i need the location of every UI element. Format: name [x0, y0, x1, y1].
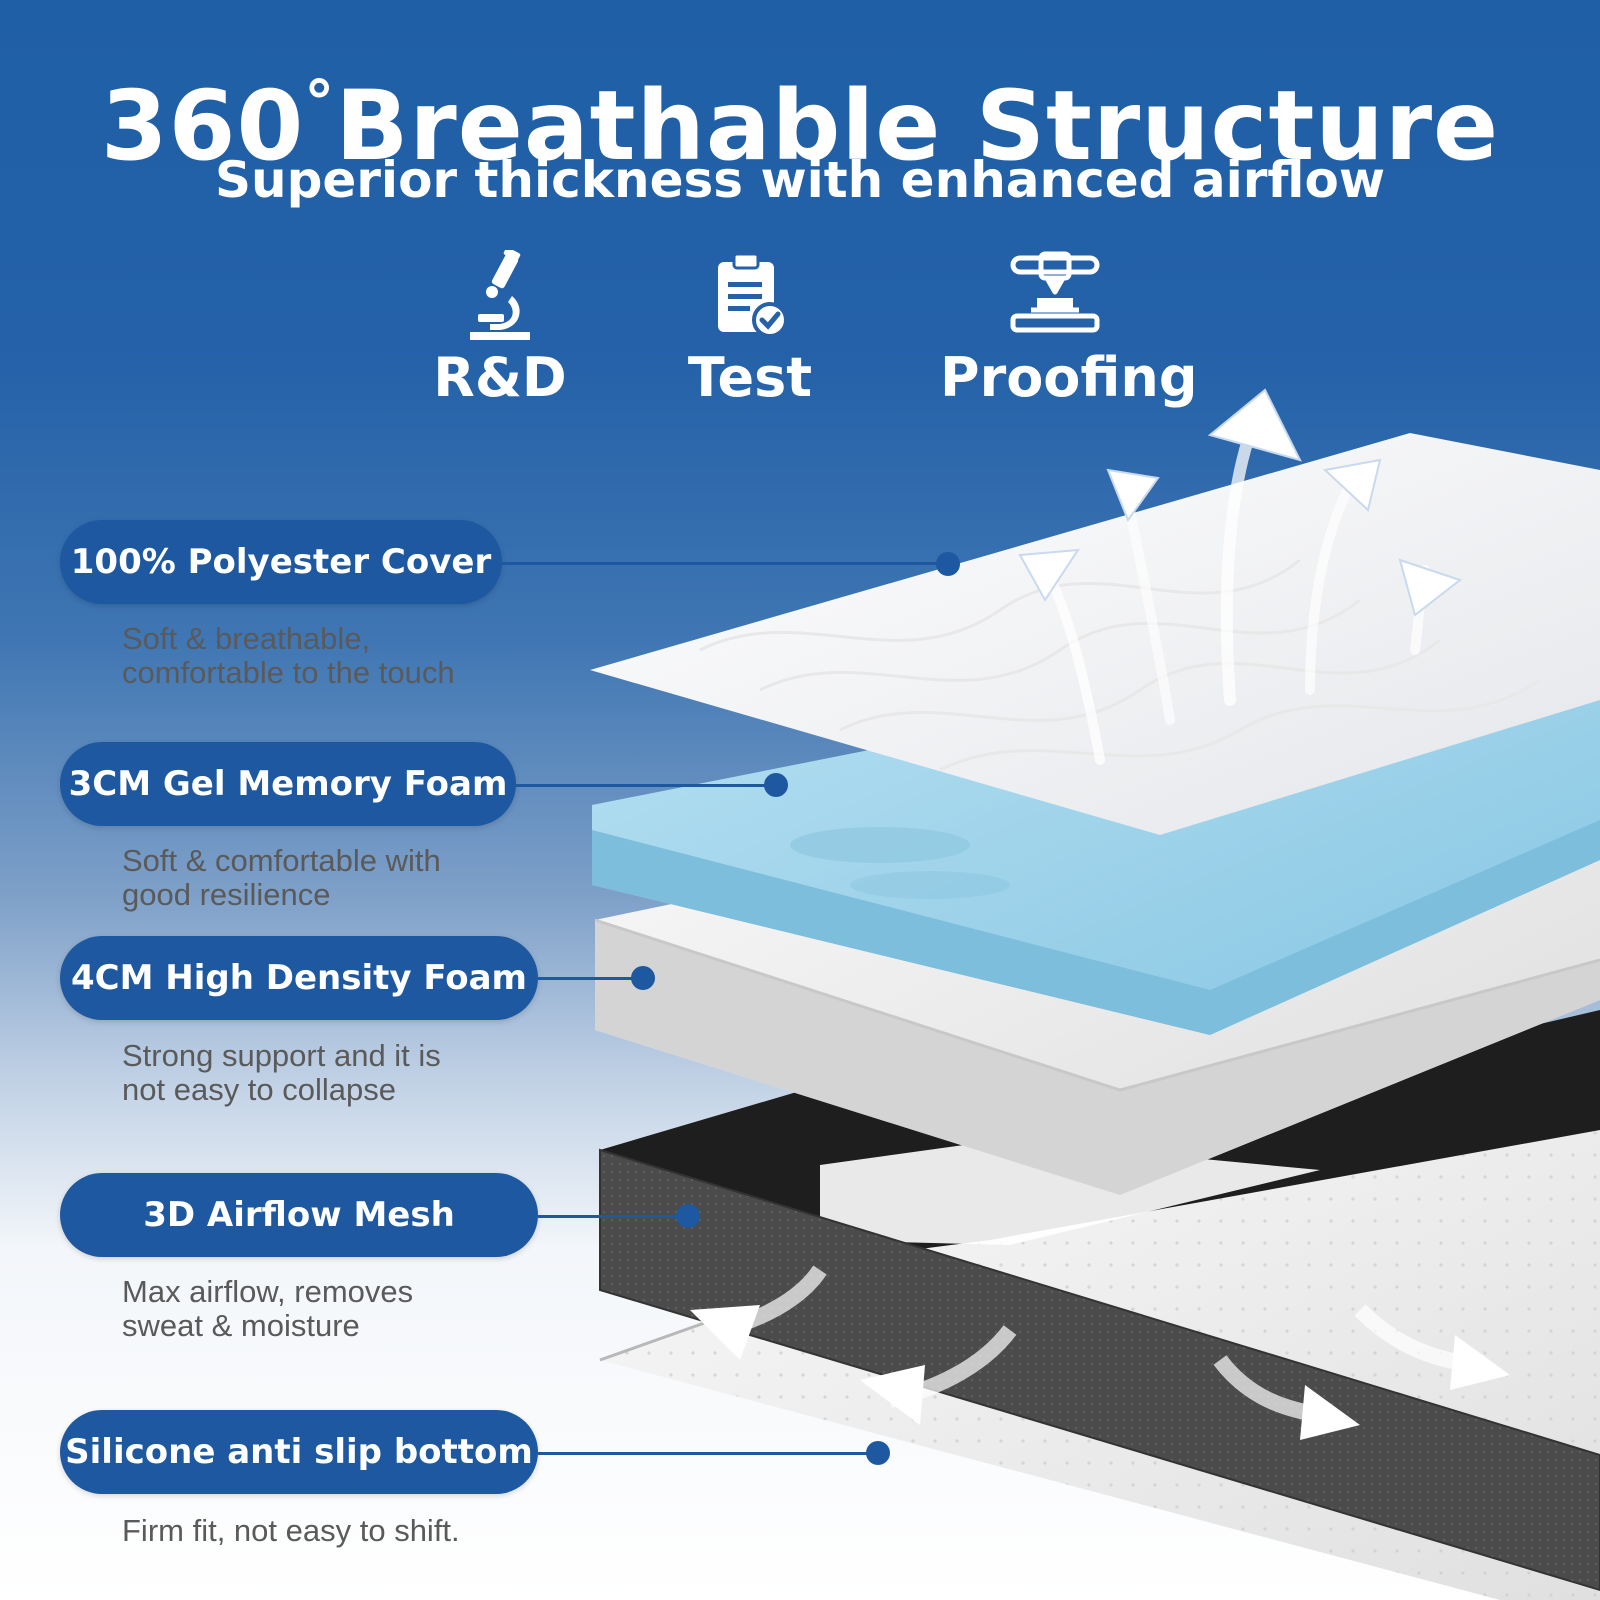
feature-proofing: Proofing [940, 250, 1198, 410]
3d-printer-icon [1010, 251, 1100, 333]
connector-line-bottom [538, 1452, 878, 1455]
layer-desc-high-density-foam: Strong support and it is not easy to col… [122, 1039, 582, 1107]
layer-label-polyester-cover: 100% Polyester Cover [60, 520, 502, 604]
connector-line-cover [502, 562, 944, 565]
layer-desc-line: Max airflow, removes [122, 1274, 414, 1309]
connector-dot-bottom [866, 1441, 890, 1465]
layer-desc-gel-memory-foam: Soft & comfortable with good resilience [122, 844, 582, 912]
page-title: 360°Breathable Structure [0, 48, 1600, 181]
layer-desc-line: Strong support and it is [122, 1038, 441, 1073]
layer-desc-polyester-cover: Soft & breathable, comfortable to the to… [122, 622, 582, 690]
connector-line-mesh [538, 1215, 688, 1218]
title-number: 360 [100, 70, 305, 182]
page-subtitle: Superior thickness with enhanced airflow [214, 151, 1386, 209]
connector-line-foam [538, 977, 650, 980]
polyester-cover-layer [590, 433, 1600, 835]
layer-label-high-density-foam: 4CM High Density Foam [60, 936, 538, 1020]
clipboard-check-icon [718, 252, 788, 338]
layer-desc-line: not easy to collapse [122, 1072, 397, 1107]
layer-label-anti-slip-bottom: Silicone anti slip bottom [60, 1410, 538, 1494]
title-rest: Breathable Structure [335, 70, 1500, 182]
connector-line-gel [516, 784, 776, 787]
microscope-icon [470, 250, 530, 340]
title-degree: ° [304, 68, 336, 138]
connector-dot-gel [764, 773, 788, 797]
side-airflow-arrows [690, 1265, 1510, 1440]
feature-label-rd: R&D [433, 346, 567, 409]
feature-test: Test [670, 250, 830, 410]
feature-label-proofing: Proofing [940, 346, 1198, 409]
connector-dot-cover [936, 552, 960, 576]
connector-dot-mesh [676, 1204, 700, 1228]
layer-desc-line: comfortable to the touch [122, 655, 455, 690]
layer-desc-line: Firm fit, not easy to shift. [122, 1513, 460, 1548]
layer-desc-line: good resilience [122, 877, 331, 912]
layer-label-gel-memory-foam: 3CM Gel Memory Foam [60, 742, 516, 826]
layer-desc-line: Soft & comfortable with [122, 843, 441, 878]
layer-label-airflow-mesh: 3D Airflow Mesh [60, 1173, 538, 1257]
connector-dot-foam [631, 966, 655, 990]
layer-desc-anti-slip-bottom: Firm fit, not easy to shift. [122, 1514, 582, 1548]
layer-desc-airflow-mesh: Max airflow, removes sweat & moisture [122, 1275, 582, 1343]
layer-desc-line: Soft & breathable, [122, 621, 371, 656]
feature-rd: R&D [420, 250, 580, 410]
layer-desc-line: sweat & moisture [122, 1308, 360, 1343]
upward-airflow-arrows [1018, 388, 1463, 765]
feature-label-test: Test [687, 346, 813, 409]
